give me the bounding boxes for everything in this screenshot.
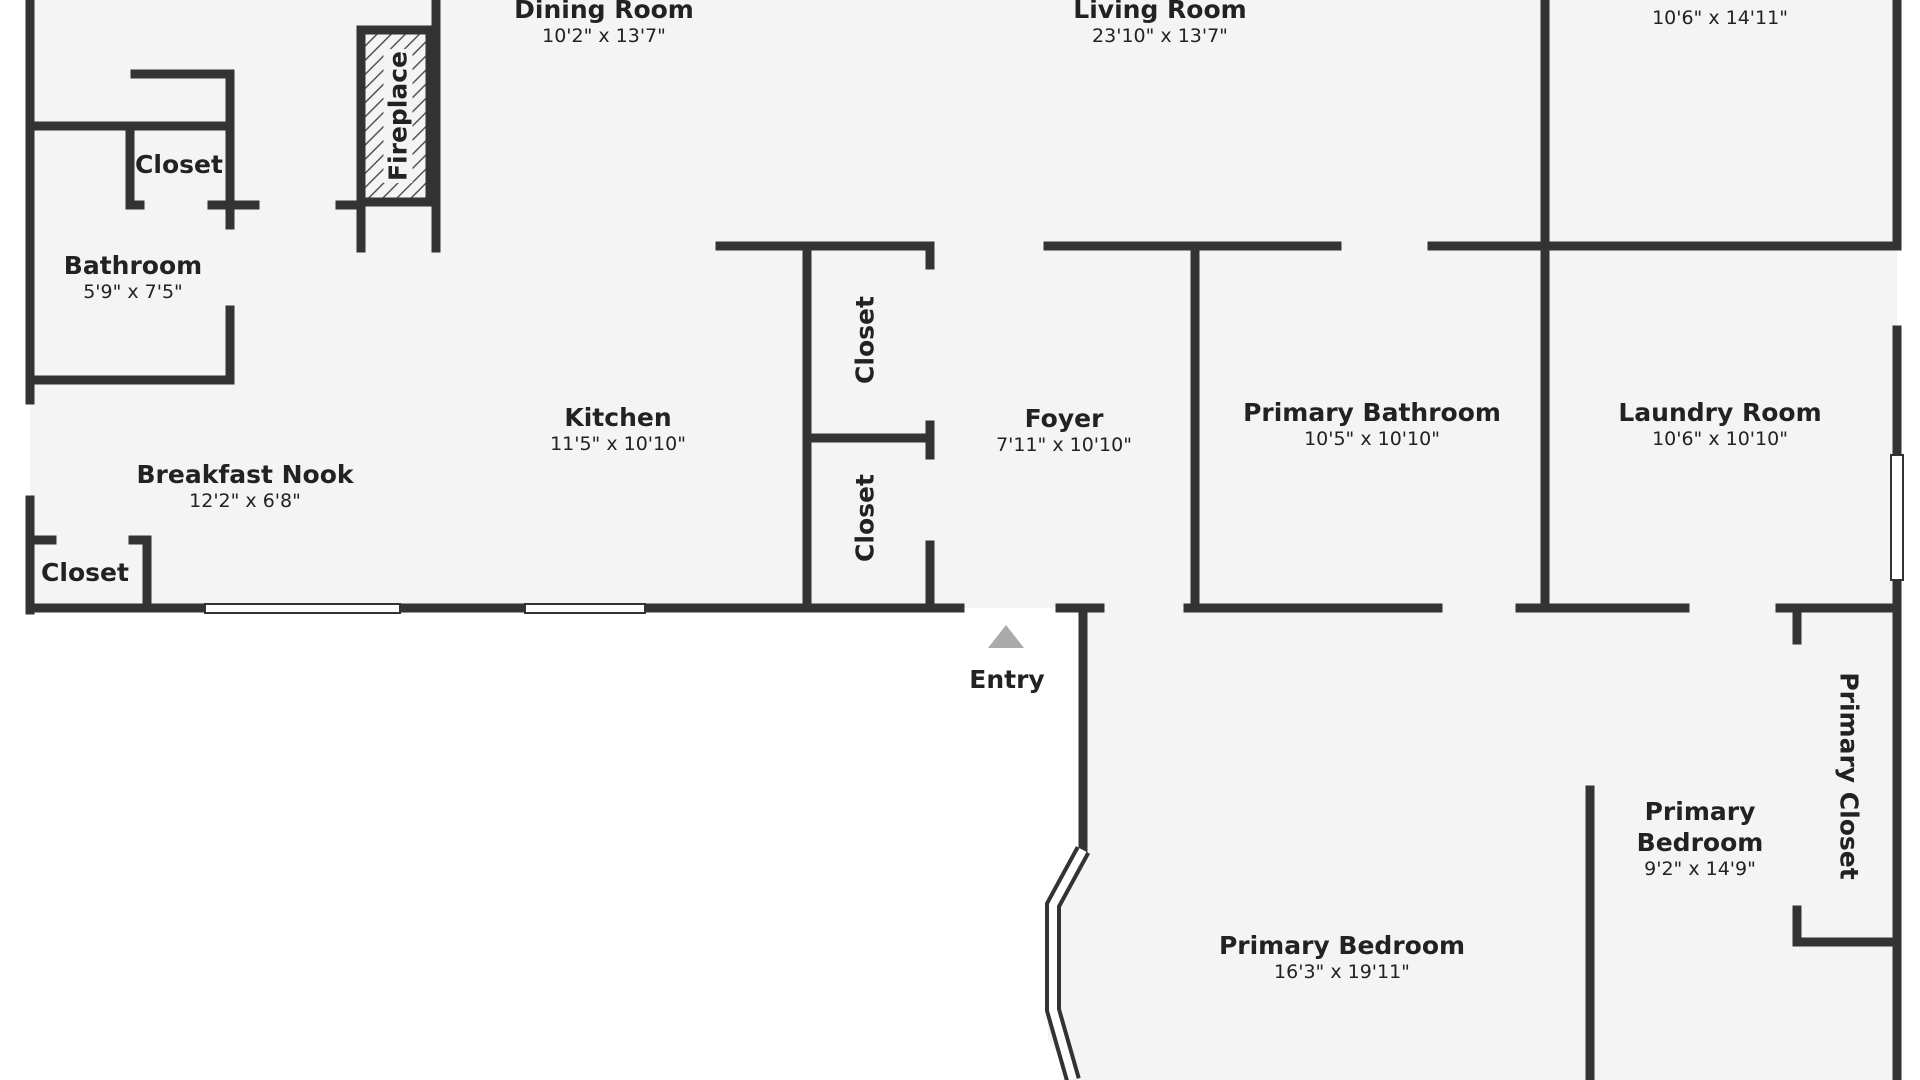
room-bathroom: Bathroom 5'9" x 7'5" <box>64 250 202 303</box>
room-name: Kitchen <box>564 403 672 432</box>
room-name: Primary Bedroom <box>1218 931 1466 960</box>
room-dimension: 9'2" x 14'9" <box>1644 858 1756 880</box>
room-laundry: Laundry Room 10'6" x 10'10" <box>1618 397 1821 450</box>
room-dining: Dining Room 10'2" x 13'7" <box>514 0 694 47</box>
room-dimension: 11'5" x 10'10" <box>550 433 686 455</box>
closet-label-bottom-left: Closet <box>41 558 129 587</box>
walls <box>25 0 1902 1080</box>
entry-marker <box>988 625 1024 648</box>
room-name: Primary Bathroom <box>1243 398 1501 427</box>
room-living: Living Room 23'10" x 13'7" <box>1073 0 1246 47</box>
room-dimension: 12'2" x 6'8" <box>189 490 301 512</box>
room-primary-bedroom-2: Primary Bedroom 9'2" x 14'9" <box>1635 796 1765 880</box>
room-name: Living Room <box>1073 0 1247 24</box>
room-foyer: Foyer 7'11" x 10'10" <box>996 403 1132 456</box>
closet-label-top: Closet <box>135 150 223 179</box>
room-dimension: 23'10" x 13'7" <box>1092 25 1228 47</box>
primary-closet-label: Primary Closet <box>1834 672 1864 880</box>
room-top-right: 10'6" x 14'11" <box>1652 7 1788 29</box>
closet-label-lower: Closet <box>850 474 880 562</box>
room-dimension: 5'9" x 7'5" <box>83 281 183 303</box>
room-name: Laundry Room <box>1618 398 1822 427</box>
room-breakfast-nook: Breakfast Nook 12'2" x 6'8" <box>136 459 353 512</box>
room-name: Primary Bedroom <box>1636 797 1764 857</box>
entry-label: Entry <box>969 665 1045 694</box>
floor-areas <box>30 0 1897 1080</box>
room-dimension: 10'6" x 10'10" <box>1652 428 1788 450</box>
room-dimension: 10'5" x 10'10" <box>1304 428 1440 450</box>
bay-window <box>1045 846 1091 1080</box>
room-name: Foyer <box>1024 404 1104 433</box>
room-dimension: 7'11" x 10'10" <box>996 434 1132 456</box>
room-name: Dining Room <box>514 0 694 24</box>
room-primary-bathroom: Primary Bathroom 10'5" x 10'10" <box>1243 397 1501 450</box>
closet-label-upper: Closet <box>850 296 880 384</box>
room-name: Bathroom <box>63 251 203 280</box>
room-dimension: 16'3" x 19'11" <box>1274 961 1410 983</box>
room-primary-bedroom: Primary Bedroom 16'3" x 19'11" <box>1219 930 1465 983</box>
room-name: Breakfast Nook <box>136 460 354 489</box>
room-dimension: 10'2" x 13'7" <box>542 25 666 47</box>
room-dimension: 10'6" x 14'11" <box>1652 7 1788 29</box>
room-kitchen: Kitchen 11'5" x 10'10" <box>550 402 686 455</box>
fireplace-label: Fireplace <box>383 48 413 184</box>
windows <box>204 454 1904 614</box>
